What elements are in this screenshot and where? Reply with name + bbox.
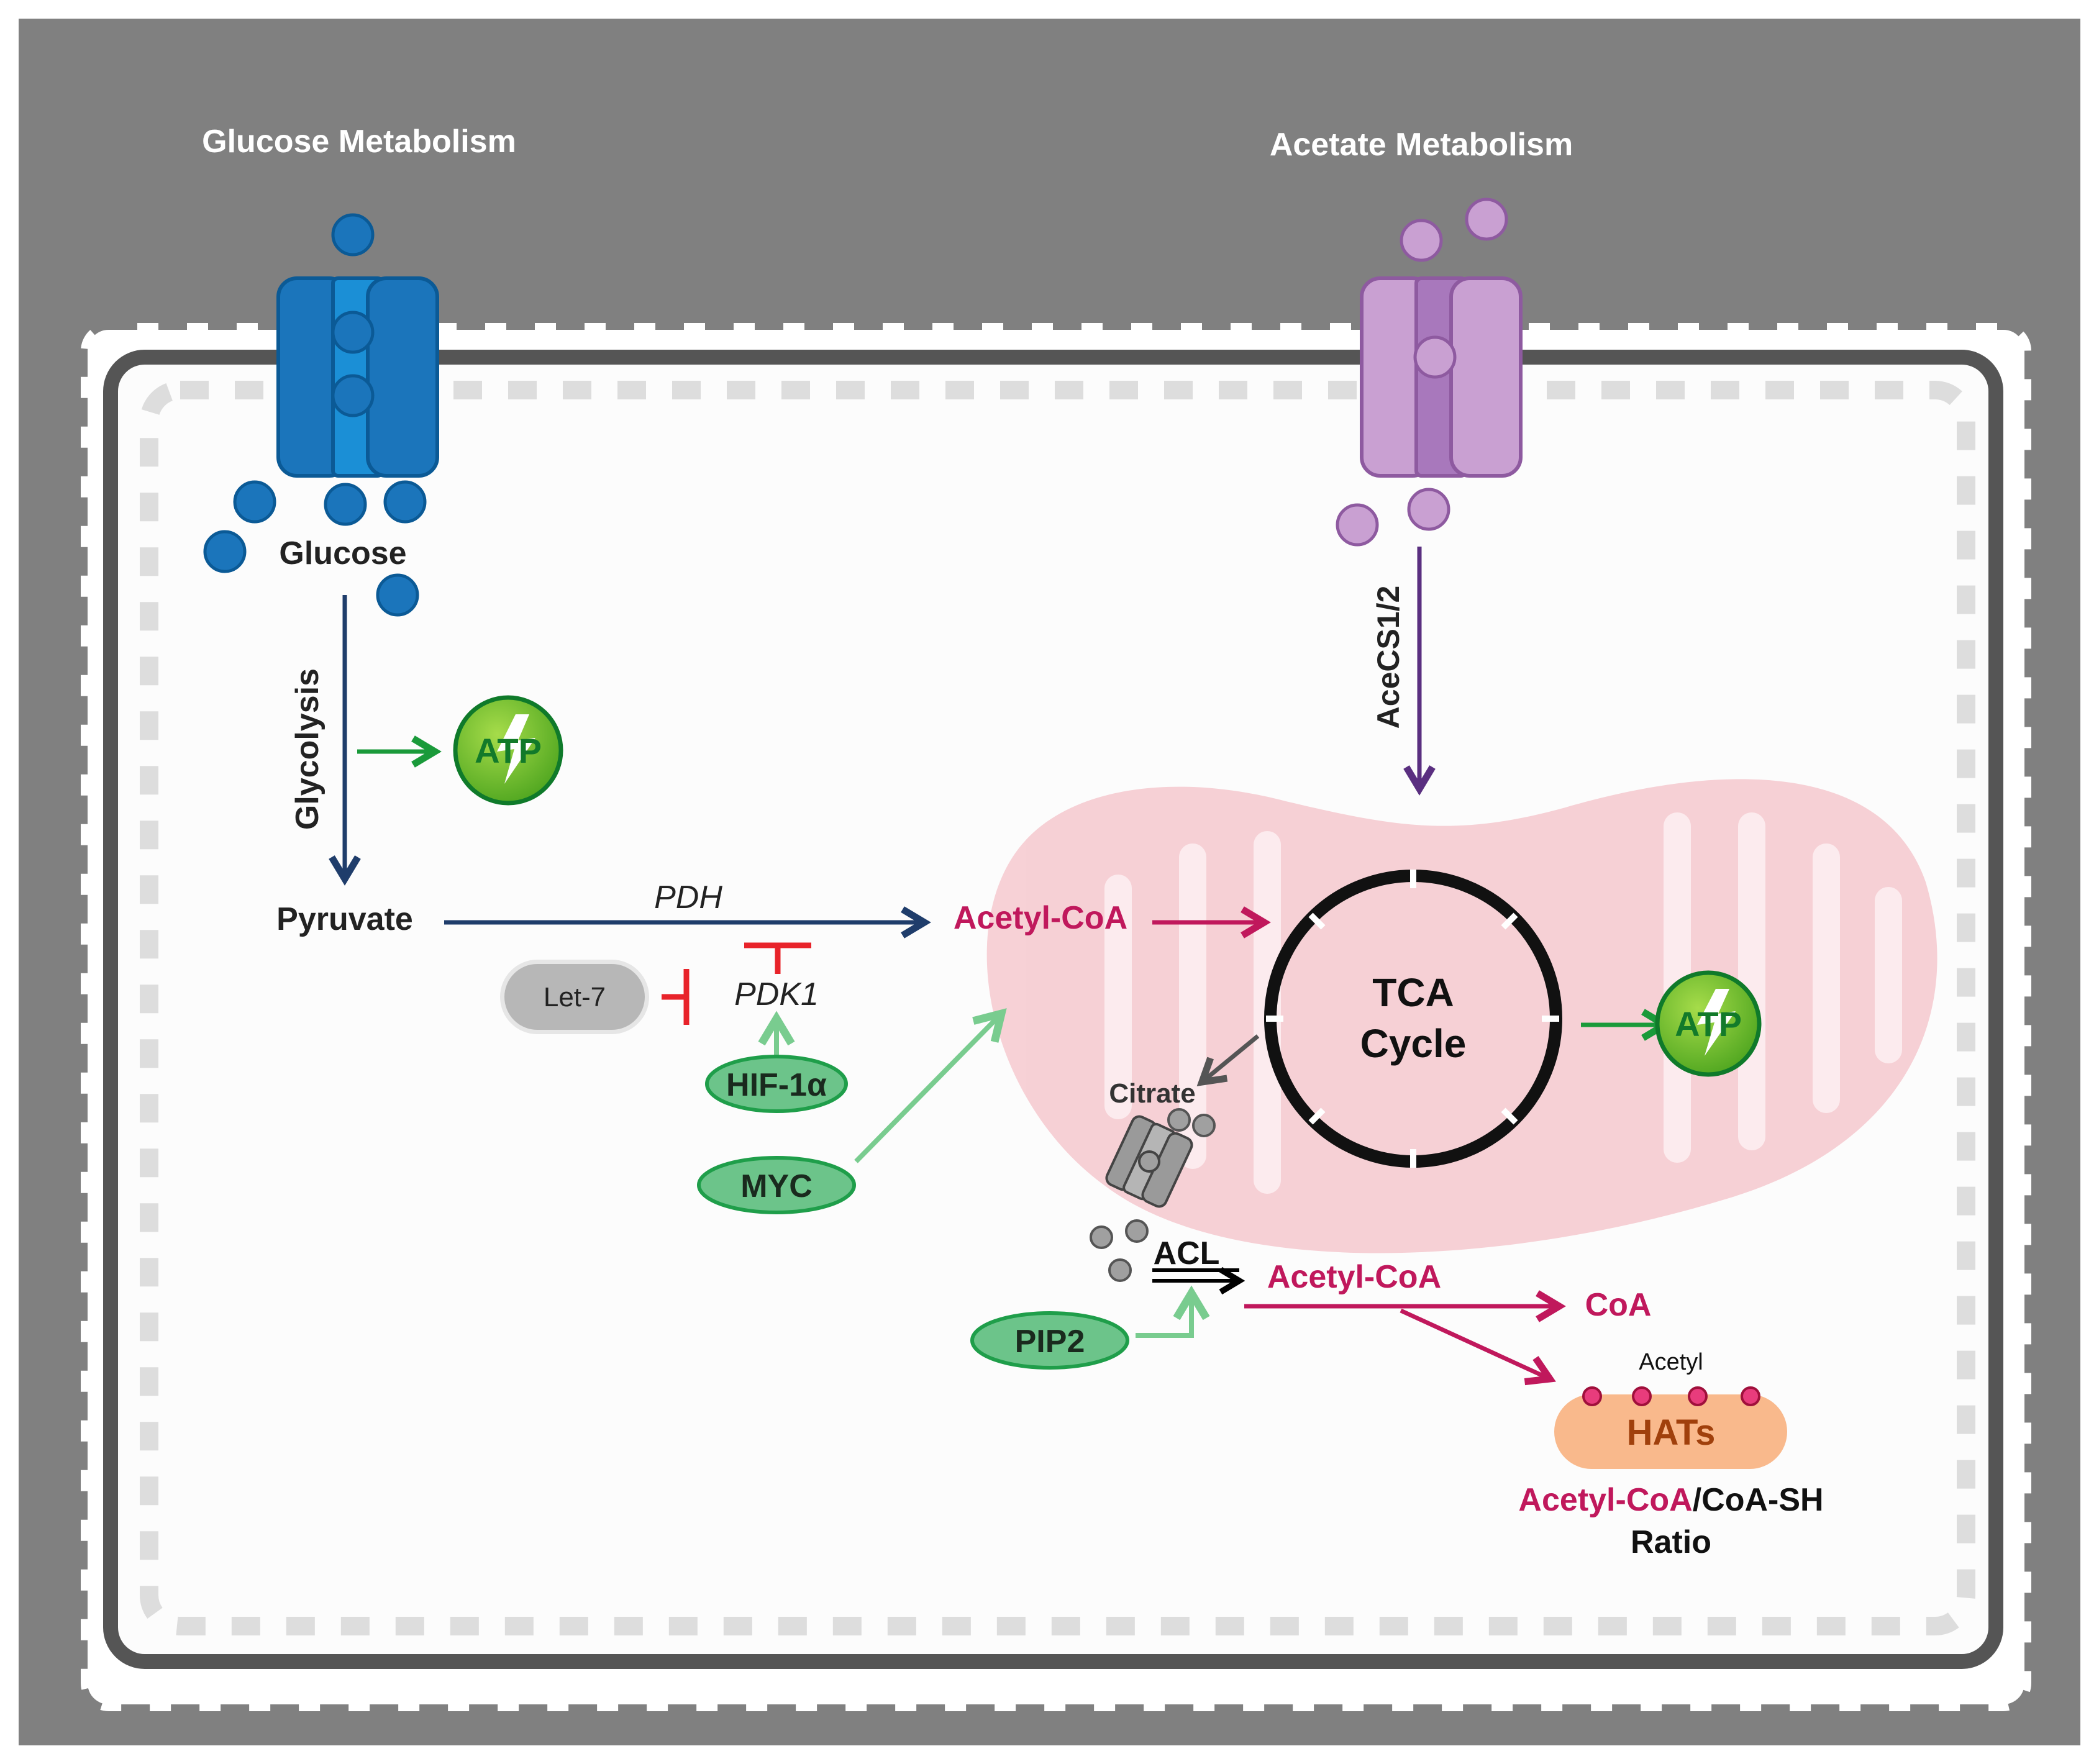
- cell-outer-dashes: [74, 316, 2038, 1718]
- citrate-label: Citrate: [1109, 1078, 1195, 1109]
- coa-label: CoA: [1585, 1287, 1652, 1323]
- hats-label: HATs: [1627, 1412, 1716, 1453]
- acecs-label: AceCS1/2: [1371, 586, 1406, 729]
- glucose-metabolism-header: Glucose Metabolism: [202, 124, 516, 160]
- tca-cycle: TCA Cycle: [1264, 870, 1562, 1168]
- acetyl-coa-mito-label: Acetyl-CoA: [954, 900, 1127, 936]
- myc-node: MYC: [697, 1156, 856, 1214]
- let7-node: Let-7: [500, 960, 649, 1034]
- acetyl-label: Acetyl: [1639, 1349, 1703, 1375]
- atp-icon-glycolysis: ATP: [453, 695, 563, 806]
- let7-inhibit-pdk1: [662, 969, 690, 1025]
- ratio-text: Acetyl-CoA/CoA-SH: [1518, 1482, 1823, 1518]
- glycolysis-label: Glycolysis: [289, 668, 326, 830]
- myc-label: MYC: [740, 1168, 813, 1204]
- ratio-label: Ratio: [1631, 1524, 1711, 1560]
- citrate-molecules: [1167, 1108, 1216, 1137]
- acetate-transporter: [1360, 276, 1523, 478]
- cell-inner-dashes: [140, 381, 1975, 1635]
- hif1a-node: HIF-1α: [705, 1055, 848, 1113]
- hats-node: HATs: [1554, 1386, 1787, 1469]
- tca-label-line1: TCA: [1372, 970, 1454, 1015]
- glucose-label: Glucose: [279, 535, 406, 571]
- atp-label-1: ATP: [475, 731, 542, 770]
- ratio-acetyl-coa: Acetyl-CoA: [1518, 1482, 1692, 1518]
- cytosolic-citrate-molecules: [1090, 1219, 1149, 1282]
- glucose-molecules: [203, 480, 427, 617]
- pdk1-inhibit-pdh: [744, 942, 811, 974]
- acetate-metabolism-header: Acetate Metabolism: [1270, 127, 1573, 163]
- pip2-node: PIP2: [970, 1311, 1129, 1370]
- tca-to-citrate-arrow: [1196, 1034, 1260, 1086]
- acl-label: ACL: [1154, 1235, 1220, 1271]
- atp-icon-tca: ATP: [1655, 970, 1762, 1077]
- ratio-coa-sh: /CoA-SH: [1693, 1482, 1824, 1518]
- myc-to-acetyl-coa-arrow: [854, 1008, 1007, 1163]
- acetyl-coa-cyto-label: Acetyl-CoA: [1267, 1259, 1441, 1295]
- acetyl-coa-to-hats-arrow: [1400, 1308, 1556, 1386]
- pip2-label: PIP2: [1015, 1324, 1085, 1360]
- pip2-to-acl-arrow: [1136, 1285, 1210, 1338]
- atp-label-2: ATP: [1675, 1004, 1742, 1043]
- hif1a-label: HIF-1α: [726, 1067, 827, 1103]
- tca-label-line2: Cycle: [1360, 1021, 1467, 1066]
- glucose-transporter: [276, 213, 439, 478]
- let7-label: Let-7: [544, 982, 606, 1012]
- citrate-transporter: [1105, 1115, 1193, 1208]
- pdh-label: PDH: [654, 880, 722, 916]
- acetate-molecules: [1336, 198, 1508, 547]
- pyruvate-label: Pyruvate: [276, 901, 413, 937]
- pdk1-label: PDK1: [734, 976, 819, 1012]
